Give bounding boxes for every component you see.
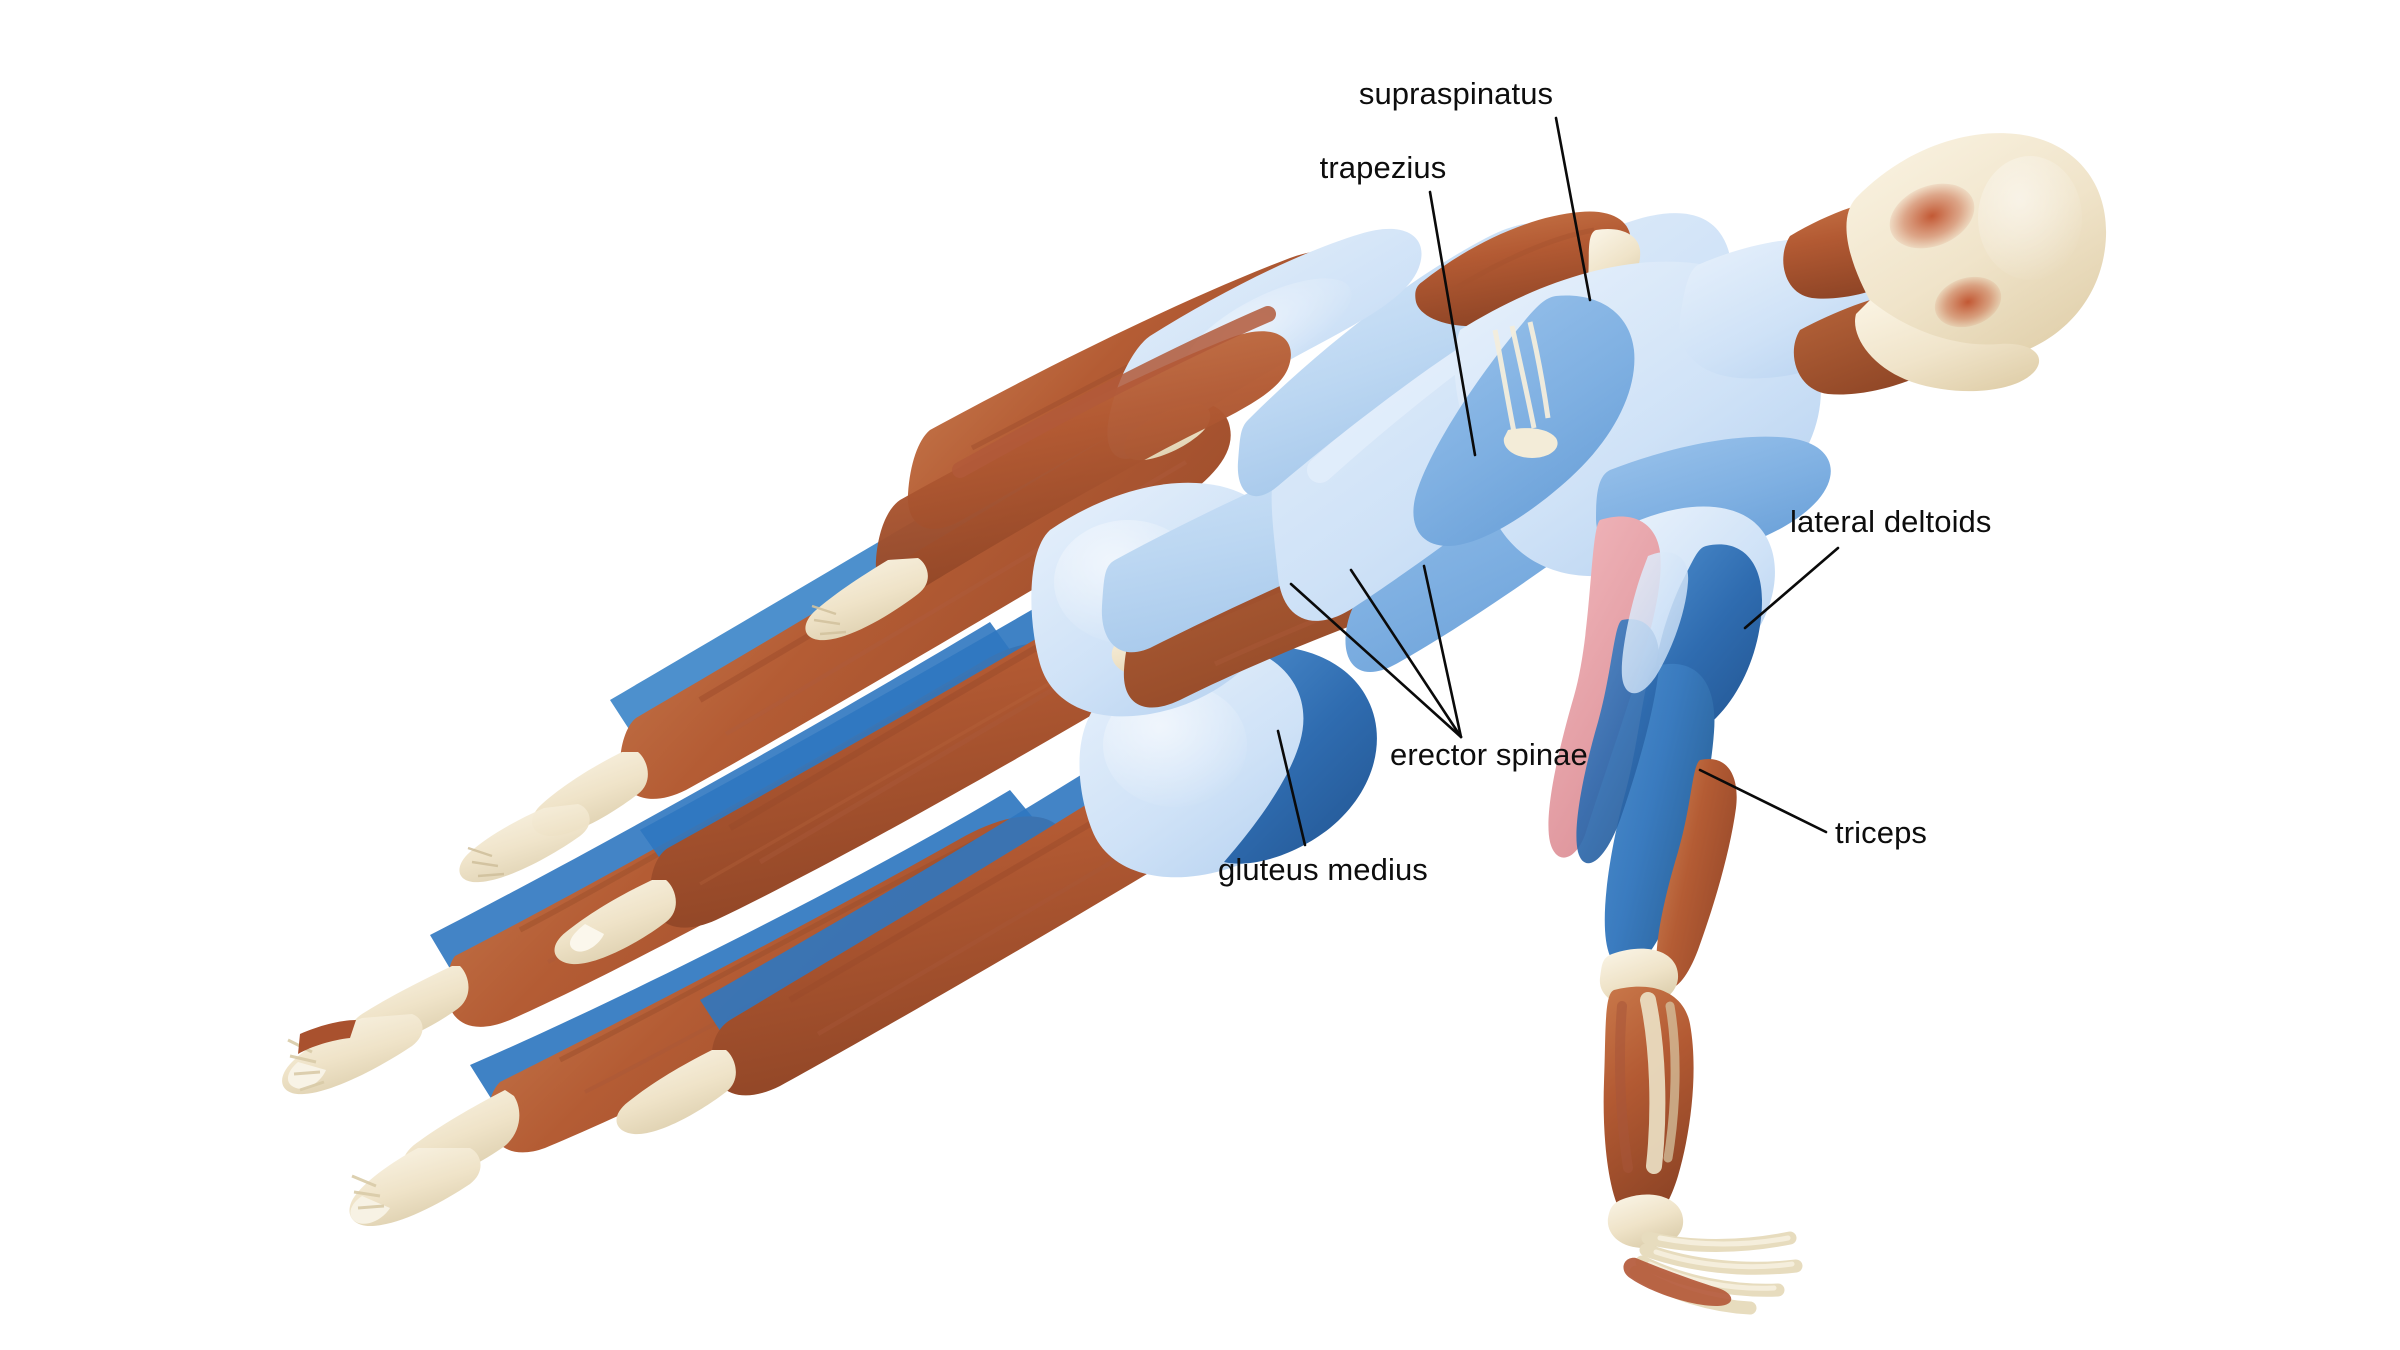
vertical-arm-group bbox=[1548, 506, 1803, 1315]
support-arm-group bbox=[805, 228, 1422, 641]
head-group bbox=[1783, 133, 2107, 395]
